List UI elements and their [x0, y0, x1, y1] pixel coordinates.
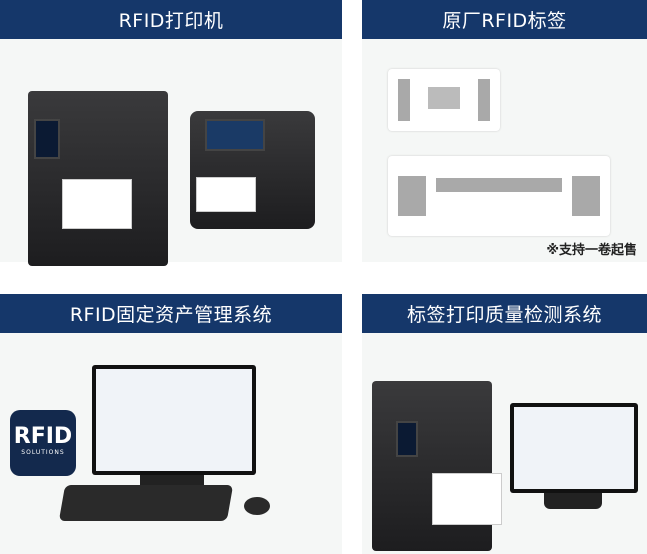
card-print-inspection[interactable]: 标签打印质量检测系统: [362, 294, 647, 554]
printed-label: [62, 179, 132, 229]
monitor: [510, 403, 638, 493]
tags-image: ※支持一卷起售: [362, 39, 647, 262]
keyboard: [58, 485, 234, 521]
monitor-stand: [544, 493, 602, 509]
printer-screen: [34, 119, 60, 159]
printer-screen-small: [205, 119, 265, 151]
printed-label-small: [196, 177, 256, 212]
monitor-screen: [96, 369, 252, 471]
order-note: ※支持一卷起售: [546, 243, 637, 258]
card-title: RFID打印机: [0, 0, 342, 39]
card-rfid-printer[interactable]: RFID打印机: [0, 0, 342, 266]
card-asset-management[interactable]: RFID固定资产管理系统 RFID SOLUTIONS: [0, 294, 342, 554]
mouse: [244, 497, 270, 515]
monitor-screen: [514, 407, 634, 489]
card-title: RFID固定资产管理系统: [0, 294, 342, 333]
printer-image: [0, 39, 342, 266]
card-rfid-tags[interactable]: 原厂RFID标签 ※支持一卷起售: [362, 0, 647, 262]
monitor: [92, 365, 256, 475]
rfid-tag-large: [388, 156, 610, 236]
inspection-system-image: [362, 333, 647, 554]
rfid-logo: RFID SOLUTIONS: [10, 410, 76, 476]
asset-system-image: RFID SOLUTIONS: [0, 333, 342, 554]
printed-label: [432, 473, 502, 525]
printer-screen: [396, 421, 418, 457]
rfid-tag-small: [388, 69, 500, 131]
card-title: 原厂RFID标签: [362, 0, 647, 39]
card-title: 标签打印质量检测系统: [362, 294, 647, 333]
printer: [372, 381, 492, 551]
